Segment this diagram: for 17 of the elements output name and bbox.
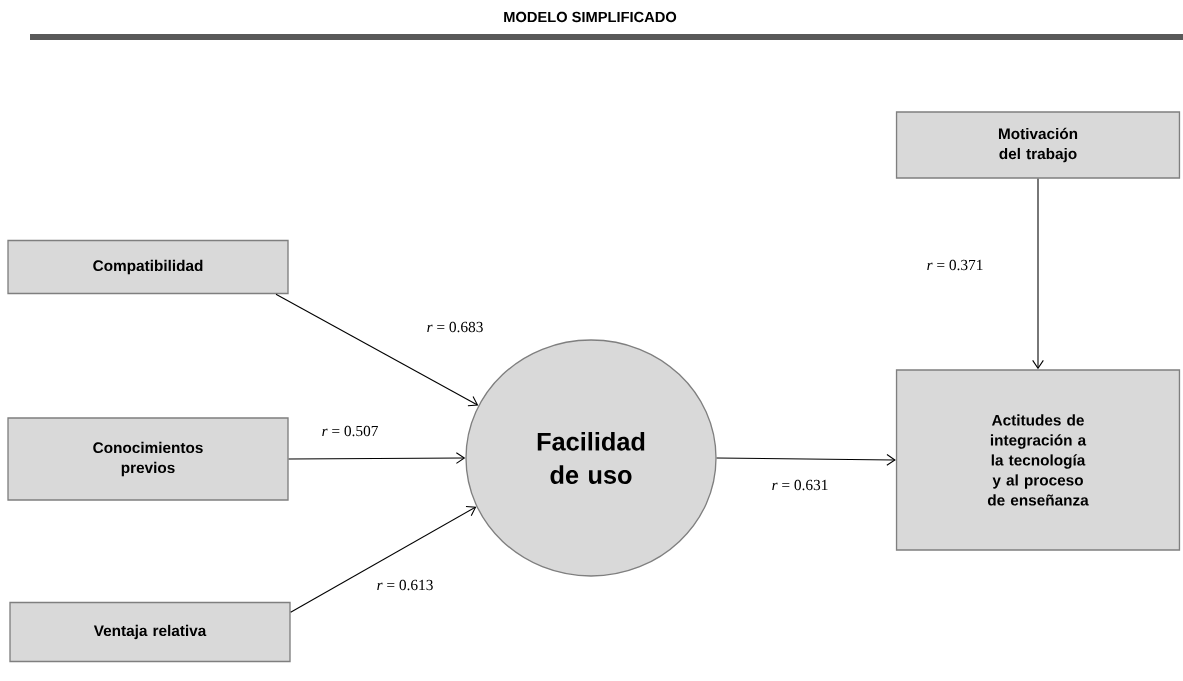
arrow bbox=[290, 505, 477, 613]
arrow bbox=[288, 452, 466, 464]
process-box: Ventaja relativa bbox=[9, 601, 291, 663]
edge-label: r = 0.613 bbox=[375, 578, 435, 592]
arrow bbox=[716, 454, 896, 466]
arrow bbox=[275, 293, 479, 407]
title: MODELO SIMPLIFICADO bbox=[504, 11, 677, 23]
process-box: Compatibilidad bbox=[7, 239, 289, 295]
process-box: Actitudes de integración a la tecnología y al proceso de enseñanza bbox=[895, 369, 1181, 551]
edge-label: r = 0.683 bbox=[425, 320, 485, 334]
edge-label: r = 0.371 bbox=[925, 258, 985, 272]
edge-label: r = 0.507 bbox=[320, 424, 380, 438]
process-box: Motivación del trabajo bbox=[895, 111, 1181, 179]
edge-label: r = 0.631 bbox=[770, 478, 830, 492]
ellipse-node: Facilidad de uso bbox=[465, 339, 717, 577]
arrow bbox=[1032, 178, 1044, 370]
process-box: Conocimientos previos bbox=[7, 417, 289, 501]
